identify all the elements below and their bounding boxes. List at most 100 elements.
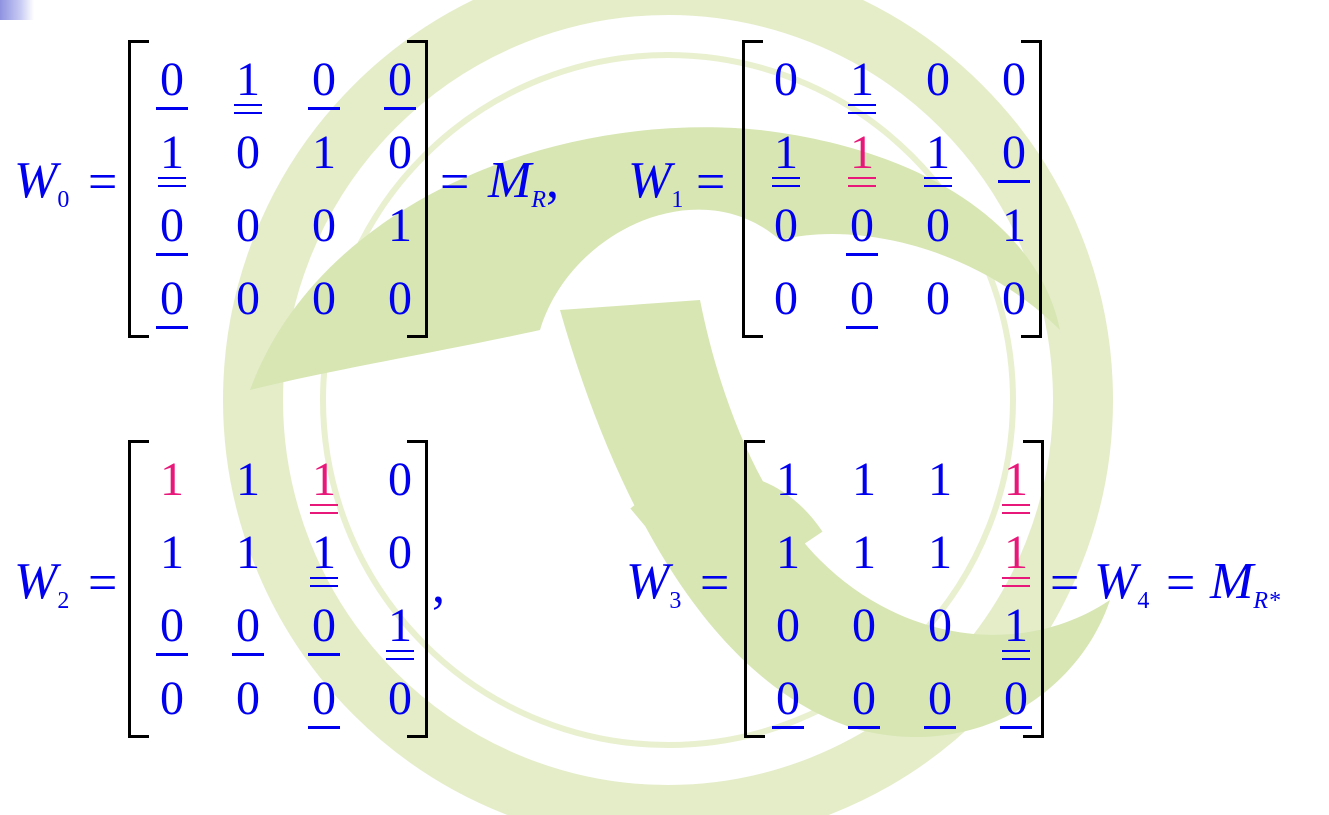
matrix-cell: 1 — [760, 517, 816, 589]
matrix-value: 0 — [236, 672, 260, 725]
matrix-cell: 0 — [144, 590, 200, 662]
matrix-cell: 1 — [144, 444, 200, 516]
matrix-cell: 0 — [296, 44, 352, 116]
matrix-value: 1 — [310, 517, 338, 589]
matrix-cell: 0 — [372, 663, 428, 735]
left-bracket — [742, 40, 763, 338]
matrix-value: 1 — [928, 453, 952, 506]
matrix-cell: 0 — [988, 663, 1044, 735]
matrix-value: 0 — [848, 663, 880, 735]
matrix-value: 1 — [160, 453, 184, 506]
matrix-value: 0 — [308, 44, 340, 116]
matrix-value: 0 — [384, 44, 416, 116]
matrix-value: 1 — [386, 590, 414, 662]
matrix-value: 1 — [388, 199, 412, 252]
matrix-cell: 1 — [220, 444, 276, 516]
matrix-cell: 0 — [758, 190, 814, 262]
matrix-cell: 0 — [296, 263, 352, 335]
matrix-cell: 1 — [836, 444, 892, 516]
mr-star-label: MR* — [1210, 553, 1280, 614]
matrix-value: 0 — [776, 599, 800, 652]
right-bracket — [1023, 440, 1044, 738]
matrix-cell: 1 — [296, 517, 352, 589]
matrix-cell: 0 — [372, 263, 428, 335]
matrix-value: 0 — [774, 199, 798, 252]
matrix-cell: 0 — [834, 263, 890, 335]
matrix-value: 1 — [852, 526, 876, 579]
matrix-value: 0 — [924, 663, 956, 735]
matrix-value: 0 — [308, 663, 340, 735]
w2-comma: , — [432, 557, 445, 614]
matrix-cell: 1 — [910, 117, 966, 189]
matrix-value: 0 — [388, 126, 412, 179]
matrix-cell: 1 — [986, 190, 1042, 262]
matrix-cell: 1 — [836, 517, 892, 589]
matrix-cell: 1 — [220, 517, 276, 589]
matrix-value: 1 — [852, 453, 876, 506]
matrix-value: 0 — [156, 44, 188, 116]
matrix-value: 1 — [236, 453, 260, 506]
matrix-cell: 0 — [372, 117, 428, 189]
matrix-value: 0 — [1000, 663, 1032, 735]
matrix-cell: 0 — [910, 190, 966, 262]
matrix-value: 1 — [924, 117, 952, 189]
matrix-cell: 0 — [912, 590, 968, 662]
matrix-cell: 0 — [220, 263, 276, 335]
matrix-cell: 1 — [372, 590, 428, 662]
right-bracket — [407, 440, 428, 738]
matrix-value: 0 — [308, 590, 340, 662]
matrix-value: 1 — [1002, 517, 1030, 589]
matrix-value: 0 — [236, 272, 260, 325]
matrix-cell: 0 — [912, 663, 968, 735]
matrix-cell: 1 — [296, 117, 352, 189]
matrix-cell: 0 — [220, 590, 276, 662]
matrix-value: 0 — [388, 272, 412, 325]
slide-corner-mark — [0, 0, 34, 20]
left-bracket — [744, 440, 765, 738]
matrix-cell: 0 — [760, 663, 816, 735]
w3-rhs-equals: = — [1050, 555, 1080, 612]
matrix-cell: 1 — [760, 444, 816, 516]
matrix-cell: 1 — [758, 117, 814, 189]
w0-equals: = — [88, 154, 118, 211]
matrix-value: 0 — [846, 263, 878, 335]
matrix-value: 0 — [156, 590, 188, 662]
left-bracket — [128, 40, 149, 338]
matrix-cell: 0 — [836, 590, 892, 662]
matrix-value: 1 — [928, 526, 952, 579]
matrix-value: 0 — [926, 272, 950, 325]
matrix-cell: 0 — [144, 44, 200, 116]
matrix-value: 0 — [312, 199, 336, 252]
right-bracket — [407, 40, 428, 338]
matrix-value: 1 — [236, 526, 260, 579]
matrix-cell: 0 — [836, 663, 892, 735]
matrix-value: 1 — [312, 126, 336, 179]
matrix-cell: 1 — [372, 190, 428, 262]
matrix-value: 0 — [236, 126, 260, 179]
matrix-cell: 1 — [296, 444, 352, 516]
matrix-cell: 0 — [144, 263, 200, 335]
w4-label: W4 — [1094, 553, 1150, 614]
matrix-cell: 0 — [760, 590, 816, 662]
matrix-value: 1 — [158, 117, 186, 189]
matrix-cell: 0 — [220, 117, 276, 189]
matrix-cell: 0 — [296, 190, 352, 262]
matrix-value: 0 — [388, 672, 412, 725]
matrix-value: 0 — [388, 453, 412, 506]
w0-label: W0 — [14, 152, 70, 213]
w3-label: W3 — [626, 553, 682, 614]
matrix-cell: 0 — [144, 663, 200, 735]
matrix-cell: 0 — [910, 44, 966, 116]
w0-rhs-label: MR, — [488, 152, 559, 213]
w3-equals: = — [700, 555, 730, 612]
matrix-value: 0 — [998, 117, 1030, 189]
matrix-value: 0 — [928, 599, 952, 652]
matrix-value: 0 — [156, 263, 188, 335]
matrix-cell: 0 — [986, 263, 1042, 335]
matrix-cell: 0 — [144, 190, 200, 262]
matrix-cell: 1 — [144, 117, 200, 189]
matrix-cell: 1 — [834, 117, 890, 189]
matrix-value: 0 — [774, 272, 798, 325]
